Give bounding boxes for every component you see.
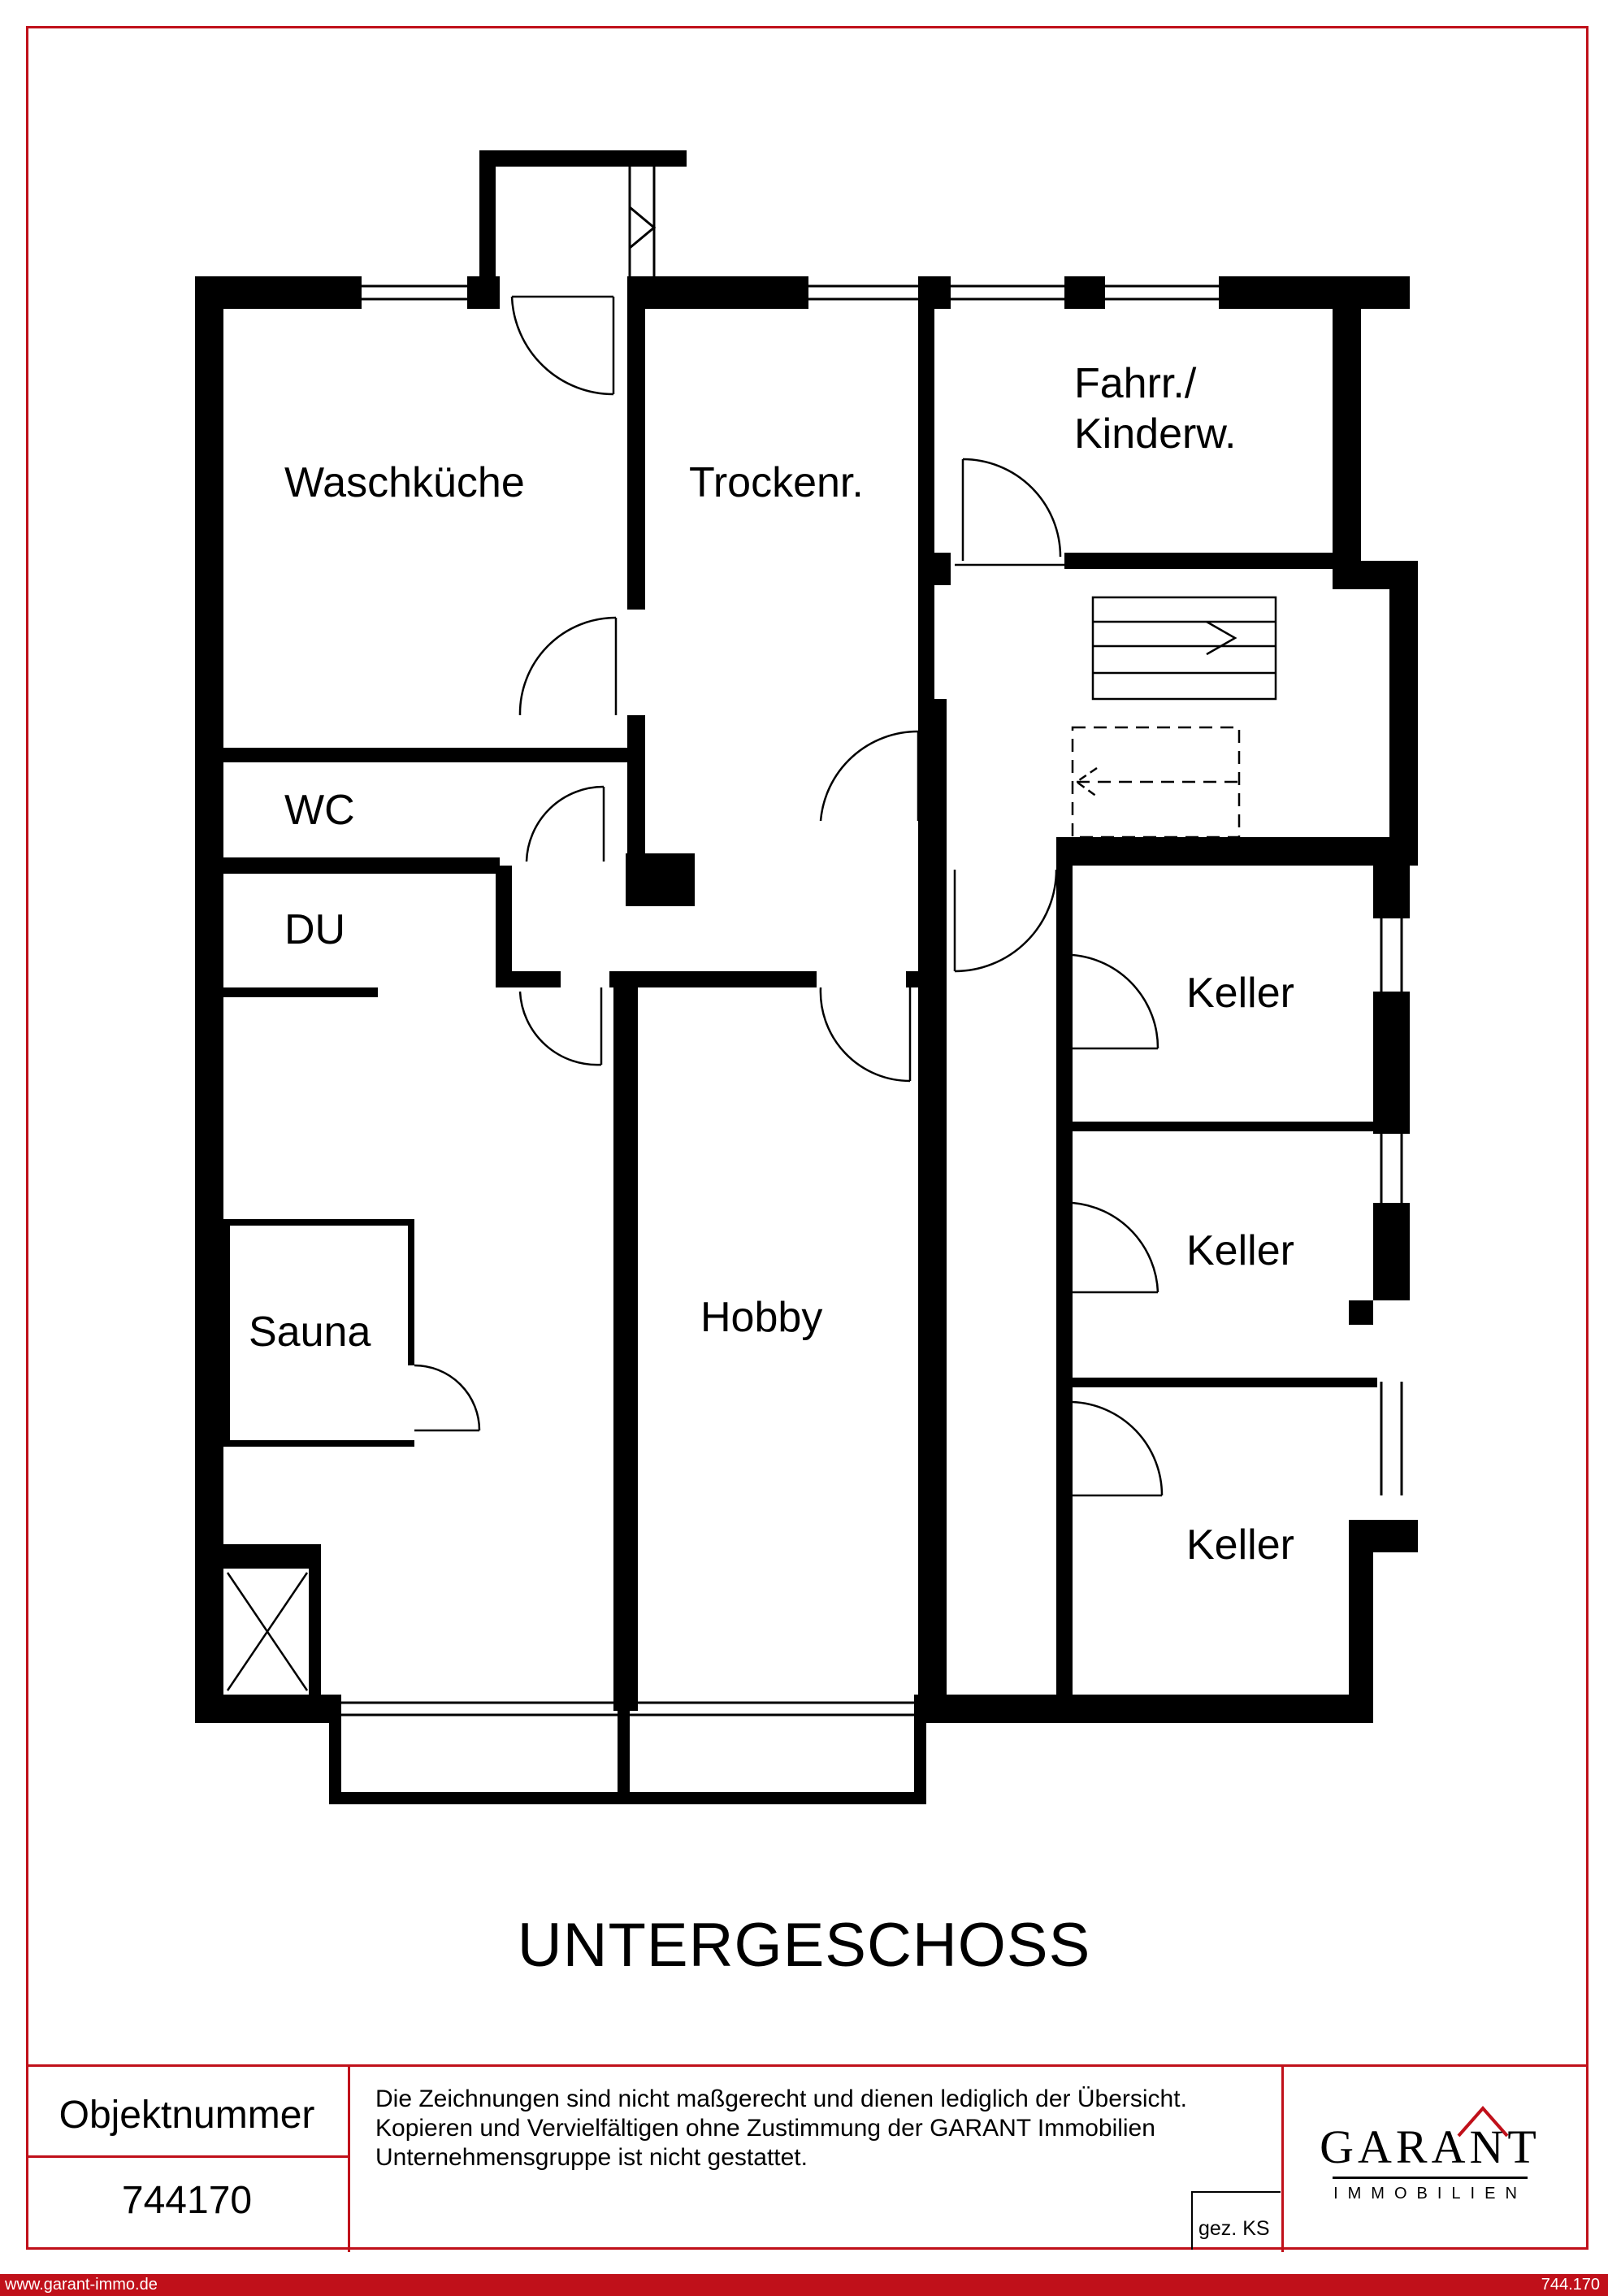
room-sauna: Sauna <box>249 1309 371 1356</box>
walls <box>195 150 1418 1804</box>
page-frame <box>26 26 1588 2250</box>
door-swings <box>414 295 1164 1497</box>
info-divider-left <box>348 2067 350 2252</box>
room-wc: WC <box>284 787 355 834</box>
room-keller-3: Keller <box>1186 1521 1294 1569</box>
disclaimer-line-3: Unternehmensgruppe ist nicht gestattet. <box>375 2144 808 2171</box>
garant-logo: GARANT IMMOBILIEN <box>1316 2105 1544 2211</box>
floor-title: UNTERGESCHOSS <box>517 1911 1091 1980</box>
window-lines <box>337 167 1403 1717</box>
room-keller-1: Keller <box>1186 970 1294 1017</box>
footer-code: 744.170 <box>1541 2276 1600 2294</box>
logo-roof-icon <box>1457 2105 1509 2138</box>
logo-word: GARANT <box>1320 2120 1541 2173</box>
logo-rule <box>1333 2177 1528 2179</box>
objektnummer-value: 744170 <box>121 2179 253 2222</box>
room-waschkueche: Waschküche <box>284 459 525 506</box>
room-keller-2: Keller <box>1186 1227 1294 1274</box>
room-fahrrad-line1: Fahrr./ <box>1074 360 1197 407</box>
floor-plan <box>195 150 1418 1804</box>
info-divider-right <box>1281 2067 1284 2252</box>
shaft-cross <box>226 1572 309 1691</box>
stairs <box>1071 596 1277 839</box>
logo-sub: IMMOBILIEN <box>1333 2185 1527 2203</box>
signature: gez. KS <box>1198 2217 1270 2240</box>
disclaimer: Die Zeichnungen sind nicht maßgerecht un… <box>375 2085 1269 2172</box>
footer-bar <box>0 2274 1608 2296</box>
objektnummer-label: Objektnummer <box>59 2094 315 2137</box>
disclaimer-line-1: Die Zeichnungen sind nicht maßgerecht un… <box>375 2085 1187 2112</box>
signature-box <box>1191 2191 1281 2250</box>
info-box <box>26 2064 1588 2252</box>
room-trockenraum: Trockenr. <box>689 459 864 506</box>
footer-website[interactable]: www.garant-immo.de <box>5 2276 158 2294</box>
objektnummer-separator <box>26 2155 348 2158</box>
room-hobby: Hobby <box>700 1294 823 1341</box>
room-fahrrad-line2: Kinderw. <box>1074 410 1237 458</box>
disclaimer-line-2: Kopieren und Vervielfältigen ohne Zustim… <box>375 2115 1155 2142</box>
room-du: DU <box>284 906 346 953</box>
